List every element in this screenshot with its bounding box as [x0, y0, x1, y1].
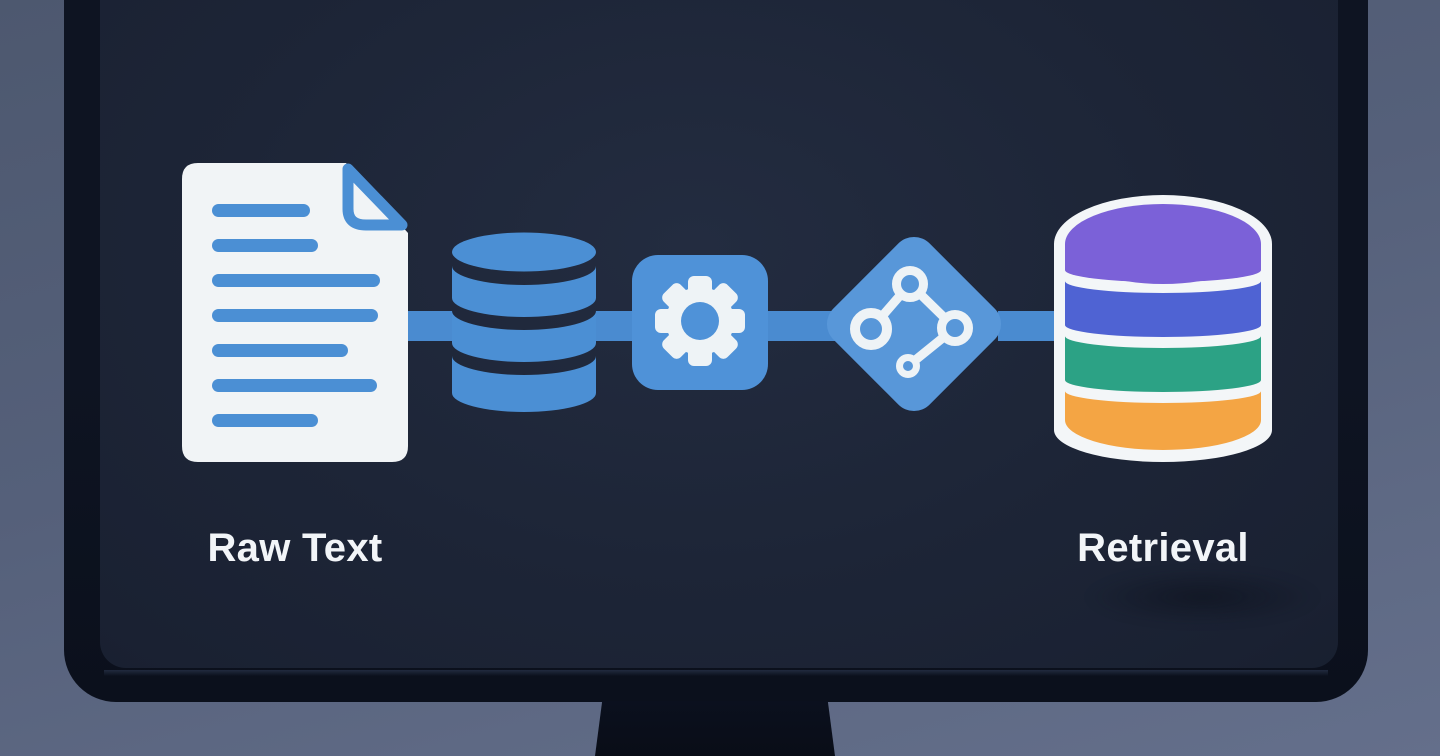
database-icon [452, 232, 596, 412]
shadow-smudge [1085, 568, 1320, 626]
monitor-screen: Raw Text Retrieval [100, 0, 1338, 668]
folded-corner [342, 163, 408, 231]
pipeline-connector [596, 311, 636, 341]
monitor-stand [595, 701, 835, 756]
document-icon [182, 163, 408, 462]
raw-text-label: Raw Text [207, 526, 383, 570]
network-graph-icon [826, 236, 1002, 412]
document-text-lines [212, 204, 380, 427]
stacked-database-icon [1054, 195, 1272, 462]
gear-icon [632, 255, 768, 390]
pipeline-connector [998, 311, 1062, 341]
retrieval-label: Retrieval [1077, 526, 1249, 570]
